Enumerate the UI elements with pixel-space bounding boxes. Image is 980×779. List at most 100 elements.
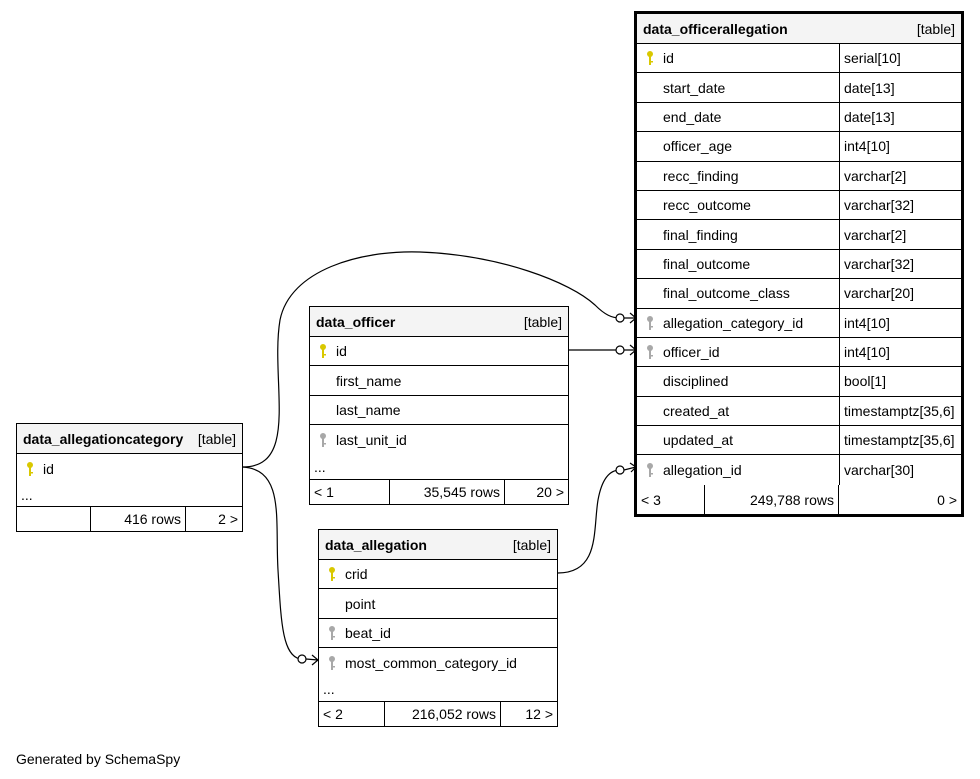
table-type: [table] (916, 20, 955, 37)
column-name: crid (345, 566, 368, 583)
children-link[interactable]: 20 > (536, 483, 564, 500)
column-row[interactable]: beat_id (319, 619, 557, 649)
column-row[interactable]: recc_outcome varchar[32] (637, 190, 961, 221)
column-name: final_outcome_class (663, 285, 790, 302)
column-name: start_date (663, 79, 726, 96)
ellipsis-row: ... (319, 678, 557, 702)
column-name: last_unit_id (336, 431, 407, 448)
column-name: final_outcome (663, 255, 751, 272)
children-link[interactable]: 0 > (937, 491, 957, 508)
column-type: varchar[32] (844, 255, 915, 272)
column-name: disciplined (663, 373, 729, 390)
column-row[interactable]: point (319, 589, 557, 619)
more-columns: ... (323, 681, 335, 698)
column-type: varchar[2] (844, 226, 907, 243)
column-type: int4[10] (844, 314, 890, 331)
column-name: id (336, 343, 347, 360)
generator-credit: Generated by SchemaSpy (16, 751, 181, 767)
parents-link[interactable]: < 3 (637, 484, 705, 515)
table-footer: 416 rows 2 > (17, 507, 242, 532)
column-row[interactable]: allegation_category_id int4[10] (637, 308, 961, 338)
table-footer: < 3 249,788 rows 0 > (637, 484, 961, 515)
column-type: varchar[30] (844, 462, 915, 479)
primary-key-icon (320, 344, 326, 359)
parents-link[interactable]: < 2 (319, 701, 385, 726)
table-type: [table] (512, 536, 551, 553)
table-data-officer[interactable]: data_officer [table] id first_name last_na… (309, 306, 569, 505)
more-columns: ... (21, 486, 33, 503)
column-row[interactable]: end_date date[13] (637, 102, 961, 133)
foreign-key-icon (329, 625, 335, 640)
row-count: 35,545 rows (390, 479, 505, 504)
row-count: 249,788 rows (705, 484, 839, 515)
row-count: 416 rows (91, 507, 186, 532)
table-header: data_officer [table] (310, 307, 568, 337)
table-name: data_allegationcategory (23, 430, 184, 447)
table-header: data_allegationcategory [table] (17, 424, 242, 454)
column-name: id (663, 50, 674, 67)
children-link[interactable]: 12 > (525, 705, 553, 722)
column-name: end_date (663, 108, 722, 125)
table-header: data_officerallegation [table] (637, 14, 961, 44)
column-name: point (345, 595, 376, 612)
column-row[interactable]: start_date date[13] (637, 73, 961, 103)
parents-link[interactable]: < 1 (310, 479, 390, 504)
column-row[interactable]: officer_id int4[10] (637, 337, 961, 368)
column-type: date[13] (844, 79, 895, 96)
column-type: int4[10] (844, 138, 890, 155)
column-name: final_finding (663, 226, 738, 243)
foreign-key-icon (647, 315, 653, 330)
edge-crowfoot (305, 654, 319, 666)
column-type: timestamptz[35,6] (844, 402, 955, 419)
column-row[interactable]: id (17, 454, 242, 483)
table-header: data_allegation [table] (319, 530, 557, 560)
table-name: data_allegation (325, 536, 427, 553)
column-row[interactable]: final_finding varchar[2] (637, 220, 961, 250)
column-name: officer_id (663, 344, 720, 361)
column-name: most_common_category_id (345, 654, 517, 671)
more-columns: ... (314, 458, 326, 475)
column-row[interactable]: final_outcome varchar[32] (637, 249, 961, 280)
children-link[interactable]: 2 > (218, 511, 238, 528)
column-name: beat_id (345, 624, 391, 641)
foreign-key-icon (647, 463, 653, 478)
column-name: created_at (663, 402, 730, 419)
column-name: id (43, 460, 54, 477)
column-name: allegation_category_id (663, 314, 804, 331)
foreign-key-icon (647, 345, 653, 360)
column-row[interactable]: created_at timestamptz[35,6] (637, 396, 961, 427)
column-row[interactable]: last_name (310, 396, 568, 426)
edge-end-circle (615, 345, 625, 355)
column-name: officer_age (663, 138, 733, 155)
column-type: varchar[2] (844, 167, 907, 184)
table-type: [table] (523, 313, 562, 330)
column-name: recc_outcome (663, 197, 751, 214)
edge-end-circle (297, 654, 307, 664)
edge-end-circle (615, 465, 625, 475)
table-data-allegationcategory[interactable]: data_allegationcategory [table] id ... 4… (16, 423, 243, 533)
foreign-key-icon (320, 432, 326, 447)
column-type: date[13] (844, 108, 895, 125)
column-type: int4[10] (844, 344, 890, 361)
column-row[interactable]: most_common_category_id (319, 648, 557, 677)
parents-link[interactable] (17, 507, 91, 532)
column-type: varchar[32] (844, 197, 915, 214)
column-row[interactable]: last_unit_id (310, 425, 568, 454)
column-name: updated_at (663, 432, 734, 449)
column-row[interactable]: id (310, 337, 568, 367)
row-count: 216,052 rows (385, 701, 501, 726)
column-name: first_name (336, 372, 402, 389)
edge-end-circle (615, 313, 625, 323)
table-data-allegation[interactable]: data_allegation [table] crid point beat_id… (318, 529, 558, 727)
column-row[interactable]: crid (319, 560, 557, 590)
primary-key-icon (647, 51, 653, 66)
column-row[interactable]: officer_age int4[10] (637, 132, 961, 162)
column-row[interactable]: first_name (310, 366, 568, 396)
